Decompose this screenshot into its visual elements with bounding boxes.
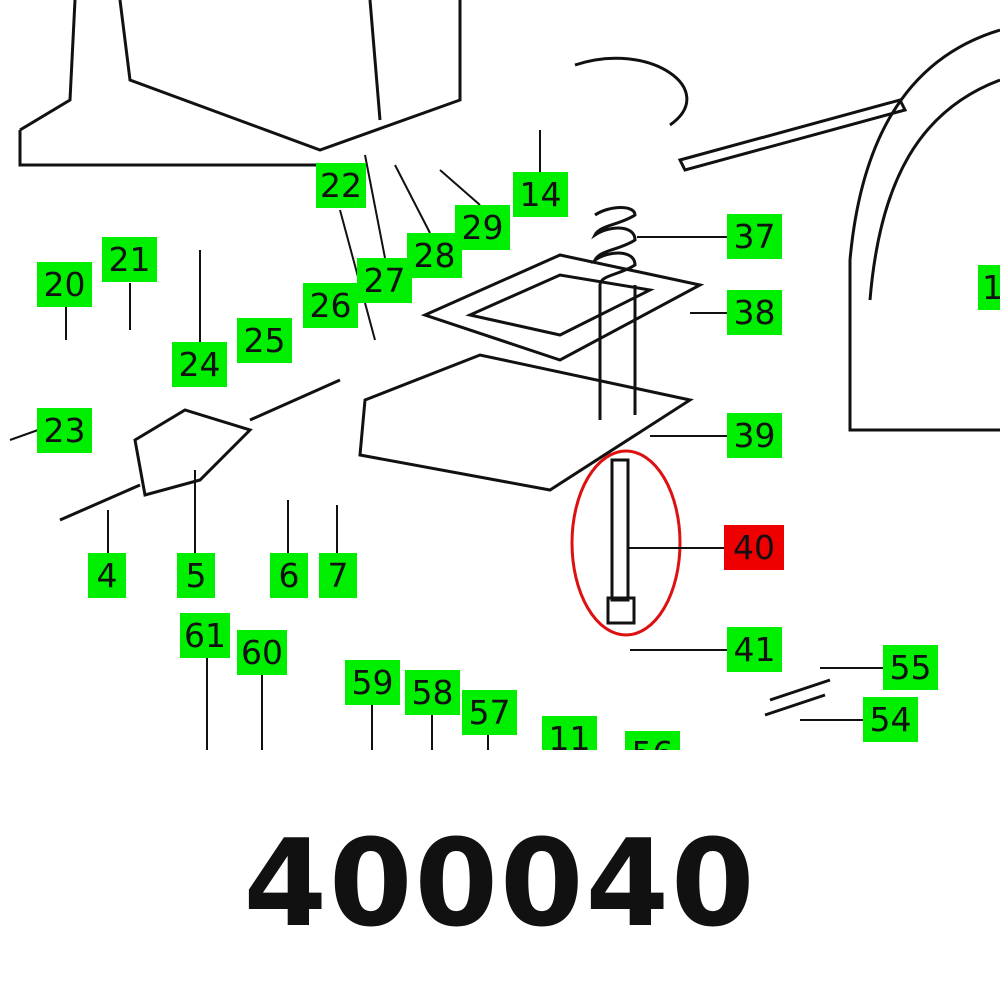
highlight-ellipse xyxy=(570,449,682,637)
callout-25: 25 xyxy=(237,318,292,363)
callout-41: 41 xyxy=(727,627,782,672)
callout-7: 7 xyxy=(319,553,357,598)
callout-6: 6 xyxy=(270,553,308,598)
wire-14 xyxy=(574,56,689,127)
callout-54: 54 xyxy=(863,697,918,742)
callout-20: 20 xyxy=(37,262,92,307)
callout-56: 56 xyxy=(625,731,680,750)
callout-60: 60 xyxy=(237,630,287,675)
callout-39: 39 xyxy=(727,413,782,458)
callout-28: 28 xyxy=(407,233,462,278)
cable xyxy=(59,378,341,522)
part-number: 400040 xyxy=(243,815,757,954)
callout-14: 14 xyxy=(513,172,568,217)
parts-drawing xyxy=(9,0,1000,750)
machine-body-top xyxy=(18,0,462,167)
gasket xyxy=(420,253,705,362)
callout-61: 61 xyxy=(180,613,230,658)
leader-lines xyxy=(9,130,884,750)
spring-small xyxy=(764,678,831,717)
rod-tip xyxy=(606,596,636,625)
guide-rail xyxy=(677,98,908,172)
column xyxy=(598,285,637,420)
callout-24: 24 xyxy=(172,342,227,387)
callout-27: 27 xyxy=(357,258,412,303)
rod xyxy=(610,458,630,602)
exploded-parts-diagram: 22 27 28 29 14 37 38 39 40 41 55 54 20 2… xyxy=(9,0,1000,750)
callout-59: 59 xyxy=(345,660,400,705)
spring xyxy=(591,206,637,286)
callout-29: 29 xyxy=(455,205,510,250)
callout-37: 37 xyxy=(727,214,782,259)
base-plate xyxy=(358,353,694,492)
callout-58: 58 xyxy=(405,670,460,715)
callout-55: 55 xyxy=(883,645,938,690)
callout-38: 38 xyxy=(727,290,782,335)
callout-22: 22 xyxy=(316,163,366,208)
callout-11: 11 xyxy=(542,716,597,750)
callout-5: 5 xyxy=(177,553,215,598)
callout-21: 21 xyxy=(102,237,157,282)
callout-1: 1 xyxy=(978,265,1000,310)
callout-40-highlighted: 40 xyxy=(724,525,784,570)
callout-23: 23 xyxy=(37,408,92,453)
callout-57: 57 xyxy=(462,690,517,735)
callout-26: 26 xyxy=(303,283,358,328)
callout-4: 4 xyxy=(88,553,126,598)
machine-arm-right xyxy=(848,28,1000,432)
